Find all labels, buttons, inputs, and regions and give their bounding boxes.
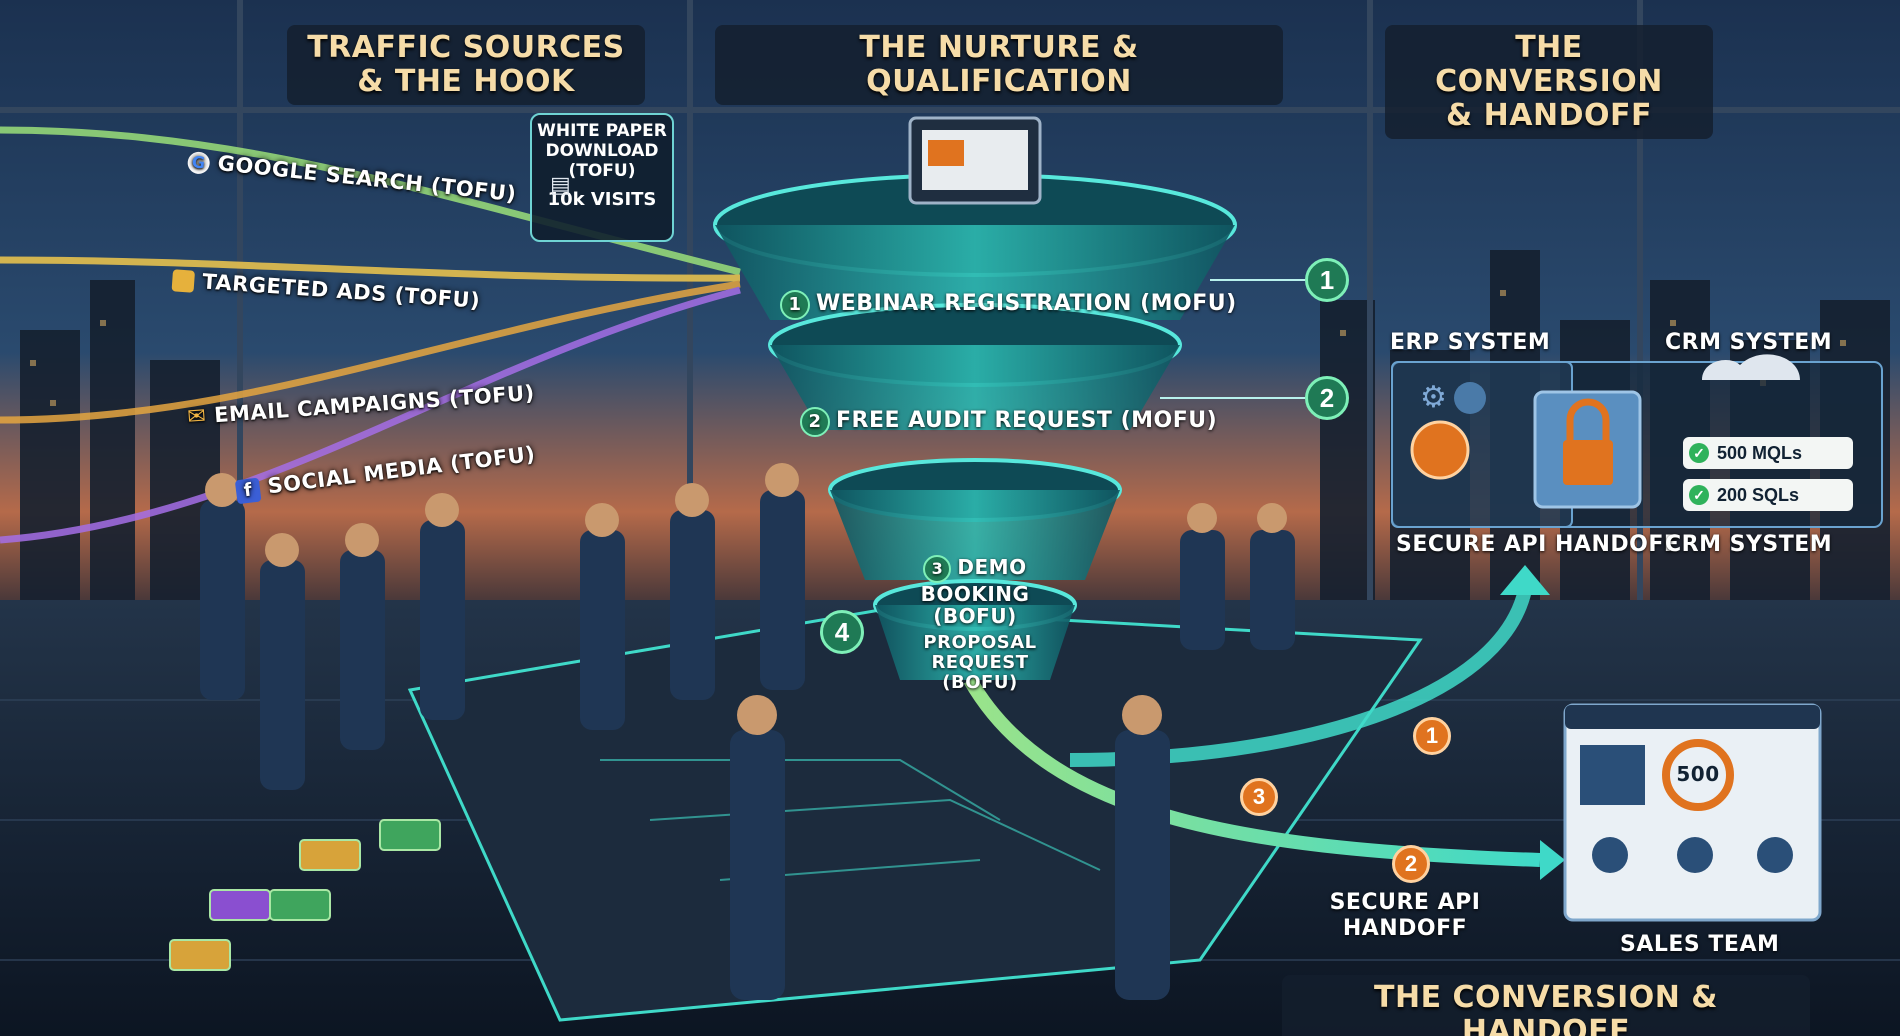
path-marker-1: 1 <box>1413 717 1451 755</box>
path-marker-2: 2 <box>1392 845 1430 883</box>
sales-team-label: SALES TEAM <box>1620 932 1780 957</box>
cloud-icon <box>1700 360 1701 361</box>
section-title-conversion-bottom: THE CONVERSION & HANDOFF <box>1282 975 1810 1036</box>
google-icon: G <box>186 150 211 175</box>
funnel-stage-proposal: PROPOSAL REQUEST (BOFU) <box>923 632 1037 693</box>
section-title-nurture: THE NURTURE & QUALIFICATION <box>715 25 1283 105</box>
sql-value: 200 SQLs <box>1717 484 1800 505</box>
check-icon: ✓ <box>1689 443 1709 463</box>
white-paper-visits: 10k VISITS <box>547 189 657 210</box>
gear-icon: ⚙ <box>1420 381 1447 414</box>
stage-label: DEMO BOOKING (BOFU) <box>920 555 1030 628</box>
lock-icon <box>1565 395 1566 396</box>
stage-number: 2 <box>800 407 830 437</box>
bottom-secure-api-handoff-label: SECURE API HANDOFF <box>1329 890 1481 941</box>
check-icon: ✓ <box>1689 485 1709 505</box>
stage-number: 3 <box>923 555 952 583</box>
stage-marker-1: 1 <box>1305 258 1349 302</box>
crm-system-label-bottom: CRM SYSTEM <box>1665 532 1833 557</box>
funnel-stage-4-number: 4 <box>820 610 864 654</box>
crm-system-label-top: CRM SYSTEM <box>1665 330 1833 355</box>
mql-metric: ✓ 500 MQLs <box>1683 437 1853 469</box>
facebook-icon: f <box>234 477 262 505</box>
stage-number: 1 <box>780 290 810 320</box>
sql-metric: ✓ 200 SQLs <box>1683 479 1853 511</box>
stage-label: WEBINAR REGISTRATION (MOFU) <box>816 291 1237 316</box>
erp-system-label: ERP SYSTEM <box>1390 330 1551 355</box>
white-paper-callout: WHITE PAPER DOWNLOAD (TOFU) 10k VISITS ▤ <box>530 113 674 242</box>
ads-icon <box>171 269 196 293</box>
section-title-conversion-top: THE CONVERSION & HANDOFF <box>1385 25 1713 139</box>
mql-value: 500 MQLs <box>1717 442 1803 463</box>
stage-label: FREE AUDIT REQUEST (MOFU) <box>836 408 1218 433</box>
path-marker-3: 3 <box>1240 778 1278 816</box>
sales-gauge-value: 500 <box>1676 762 1720 786</box>
stage-marker-2: 2 <box>1305 376 1349 420</box>
document-icon: ▤ <box>550 173 571 198</box>
white-paper-title: WHITE PAPER DOWNLOAD (TOFU) <box>537 121 667 181</box>
section-title-traffic: TRAFFIC SOURCES & THE HOOK <box>287 25 645 105</box>
secure-api-handoff-label: SECURE API HANDOFF <box>1396 532 1680 557</box>
envelope-icon: ✉ <box>186 403 208 431</box>
